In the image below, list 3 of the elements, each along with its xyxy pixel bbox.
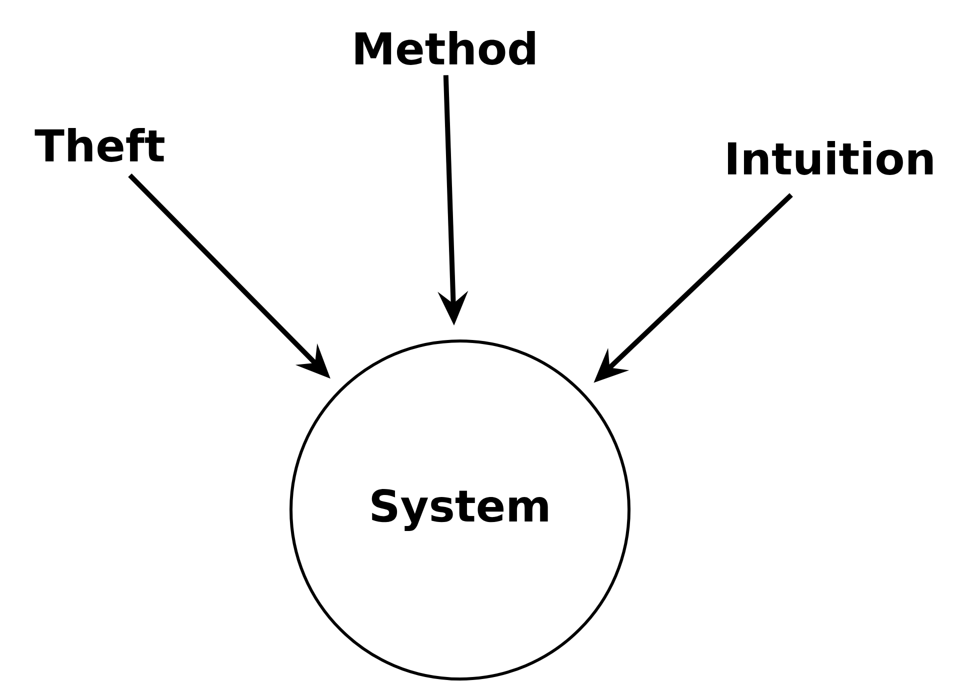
label-text: Method [356, 31, 535, 65]
label-text: Theft [34, 128, 164, 162]
label-text: Intuition [728, 141, 933, 175]
